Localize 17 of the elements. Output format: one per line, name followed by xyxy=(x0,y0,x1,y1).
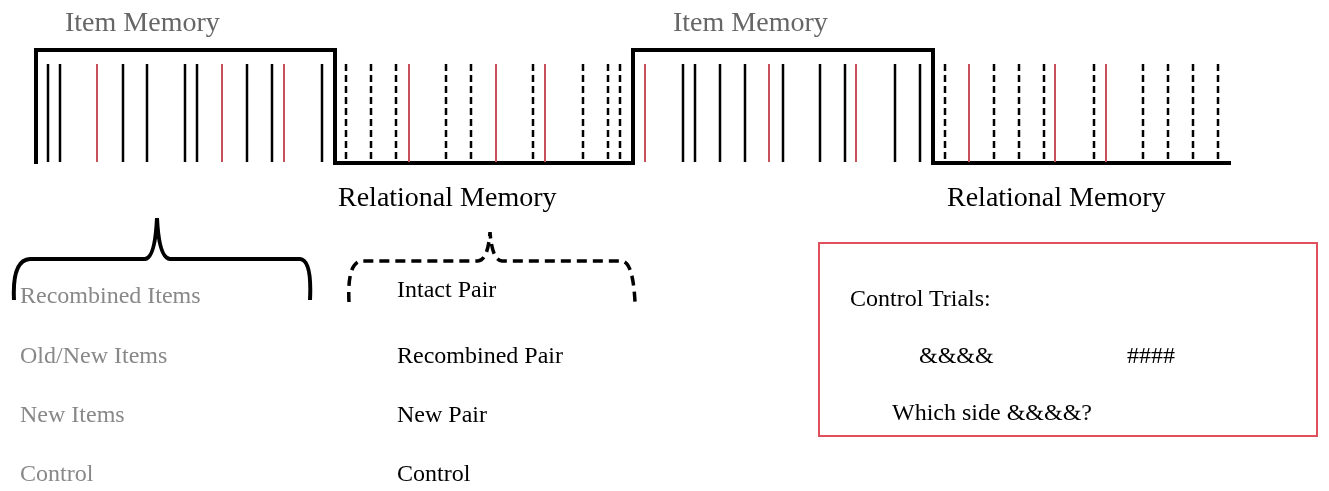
condition-label: Old/New Items xyxy=(20,343,168,367)
condition-label: New Items xyxy=(20,402,125,426)
control-trials-box xyxy=(818,242,1318,437)
symbol-string: &&&& xyxy=(919,343,994,367)
box-heading: Control Trials: xyxy=(850,286,991,310)
section-heading: Relational Memory xyxy=(947,183,1166,211)
section-heading: Item Memory xyxy=(65,8,220,36)
section-heading: Relational Memory xyxy=(338,183,557,211)
condition-label: Control xyxy=(20,461,94,485)
section-heading: Item Memory xyxy=(673,8,828,36)
condition-label: Control xyxy=(397,461,471,485)
condition-label: Intact Pair xyxy=(397,277,497,301)
question-text: Which side &&&&? xyxy=(892,400,1092,424)
symbol-string: #### xyxy=(1127,343,1175,367)
condition-label: Recombined Items xyxy=(20,283,201,307)
condition-label: Recombined Pair xyxy=(397,343,563,367)
condition-label: New Pair xyxy=(397,402,487,426)
